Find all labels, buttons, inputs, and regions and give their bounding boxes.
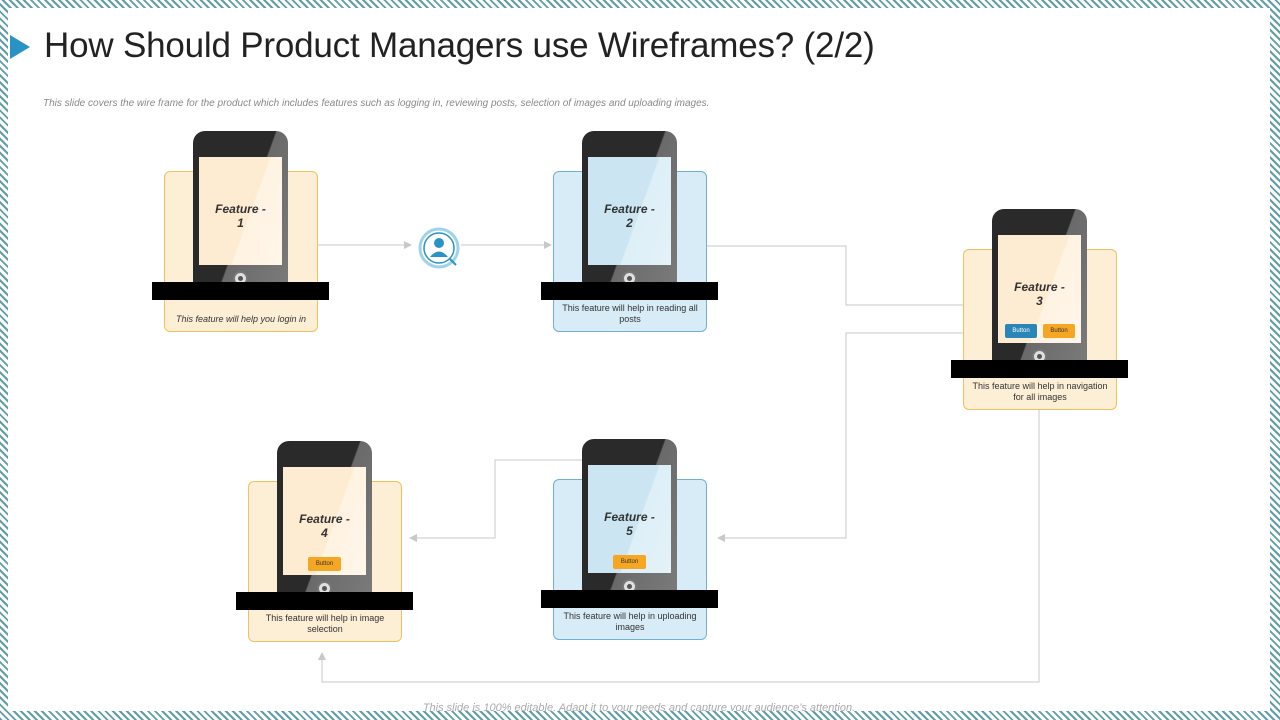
feature-1-phone: Feature - 1	[193, 131, 288, 286]
feature-3-button-2[interactable]: Button	[1043, 324, 1075, 338]
feature-3-button-1[interactable]: Button	[1005, 324, 1037, 338]
slide-subtitle: This slide covers the wire frame for the…	[43, 98, 710, 109]
slide-title: How Should Product Managers use Wirefram…	[44, 26, 875, 65]
connector-5-4	[409, 459, 582, 542]
feature-5-screen: Feature - 5 Button	[588, 465, 671, 573]
feature-2-description: This feature will help in reading all po…	[562, 303, 698, 324]
slide: How Should Product Managers use Wirefram…	[8, 8, 1270, 711]
feature-1-description: This feature will help you login in	[175, 314, 307, 324]
user-search-icon	[418, 227, 460, 269]
feature-4-phone: Feature - 4 Button	[277, 441, 372, 596]
feature-3-screen: Feature - 3 Button Button	[998, 235, 1081, 343]
connector-3-4	[318, 410, 1040, 683]
feature-3-phone: Feature - 3 Button Button	[992, 209, 1087, 364]
feature-2-label: Feature - 2	[604, 202, 655, 230]
feature-3-label: Feature - 3	[1014, 280, 1065, 308]
feature-5-phone: Feature - 5 Button	[582, 439, 677, 594]
feature-1-screen: Feature - 1	[199, 157, 282, 265]
feature-4-button[interactable]: Button	[308, 557, 341, 571]
feature-5-base	[541, 590, 718, 608]
feature-5-label: Feature - 5	[604, 510, 655, 538]
feature-2-base	[541, 282, 718, 300]
feature-5-description: This feature will help in uploading imag…	[563, 611, 697, 632]
feature-4-screen: Feature - 4 Button	[283, 467, 366, 575]
connector-3-5	[717, 332, 963, 542]
feature-5-button[interactable]: Button	[613, 555, 646, 569]
feature-3-base	[951, 360, 1128, 378]
slide-footer: This slide is 100% editable. Adapt it to…	[422, 702, 856, 711]
feature-4-description: This feature will help in image selectio…	[265, 613, 385, 634]
feature-2-phone: Feature - 2	[582, 131, 677, 286]
feature-2-screen: Feature - 2	[588, 157, 671, 265]
feature-1-label: Feature - 1	[215, 202, 266, 230]
feature-1-base	[152, 282, 329, 300]
title-arrow-icon	[10, 35, 30, 59]
flow-connectors	[318, 241, 1040, 683]
feature-4-base	[236, 592, 413, 610]
connector-2-3	[706, 245, 963, 306]
feature-3-description: This feature will help in navigation for…	[972, 381, 1108, 402]
feature-4-label: Feature - 4	[299, 512, 350, 540]
